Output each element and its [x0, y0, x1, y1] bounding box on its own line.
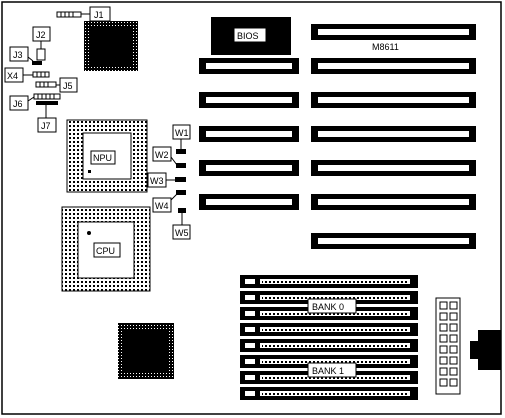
jumper-j5: J5: [35, 77, 78, 93]
jumper-label-x4: X4: [7, 71, 18, 81]
jumper-label-j6: J6: [13, 99, 23, 109]
jumper-label-j7: J7: [41, 121, 51, 131]
cpu-label: CPU: [96, 246, 115, 256]
jumper-label-j2: J2: [36, 30, 46, 40]
jumper-label-j1: J1: [94, 10, 104, 20]
jumper-label-j5: J5: [63, 81, 73, 91]
expansion-slots-left: [199, 58, 299, 210]
bios-label: BIOS: [237, 31, 259, 41]
jumper-label-w3: W3: [150, 176, 164, 186]
keyboard-connector: [470, 330, 501, 370]
jumper-label-w4: W4: [155, 201, 169, 211]
bios-chip: BIOS: [211, 17, 291, 55]
jumper-j1: J1: [56, 6, 111, 22]
jumper-x4: X4: [4, 67, 50, 83]
cpu-socket: CPU: [61, 206, 151, 292]
bank0-label: BANK 0: [312, 302, 344, 312]
jumper-w2: W2: [152, 146, 186, 168]
power-connector: [435, 297, 461, 395]
jumper-label-w2: W2: [155, 150, 169, 160]
jumper-w5: W5: [172, 208, 191, 240]
simm-slot: [240, 387, 418, 400]
jumper-w1: W1: [172, 124, 191, 154]
simm-slot: [240, 291, 418, 304]
jumper-j7: J7: [36, 101, 58, 133]
jumper-label-j3: J3: [13, 50, 23, 60]
npu-socket: NPU: [66, 119, 148, 193]
simm-slot: [240, 339, 418, 352]
simm-slot: [240, 275, 418, 288]
bank1-label: BANK 1: [312, 366, 344, 376]
simm-slot: [240, 355, 418, 368]
jumper-j2: J2: [32, 26, 51, 61]
board-model-label: M8611: [372, 42, 399, 52]
jumper-j6: J6: [9, 93, 61, 111]
jumper-w4: W4: [152, 190, 186, 213]
simm-banks: BANK 0 BANK 1: [240, 275, 418, 400]
npu-label: NPU: [93, 153, 112, 163]
jumper-label-w5: W5: [175, 228, 189, 238]
jumper-label-w1: W1: [175, 128, 189, 138]
simm-slot: [240, 323, 418, 336]
expansion-slots-right: [311, 24, 476, 249]
jumper-w3: W3: [147, 172, 186, 188]
jumper-j3: J3: [9, 46, 42, 65]
